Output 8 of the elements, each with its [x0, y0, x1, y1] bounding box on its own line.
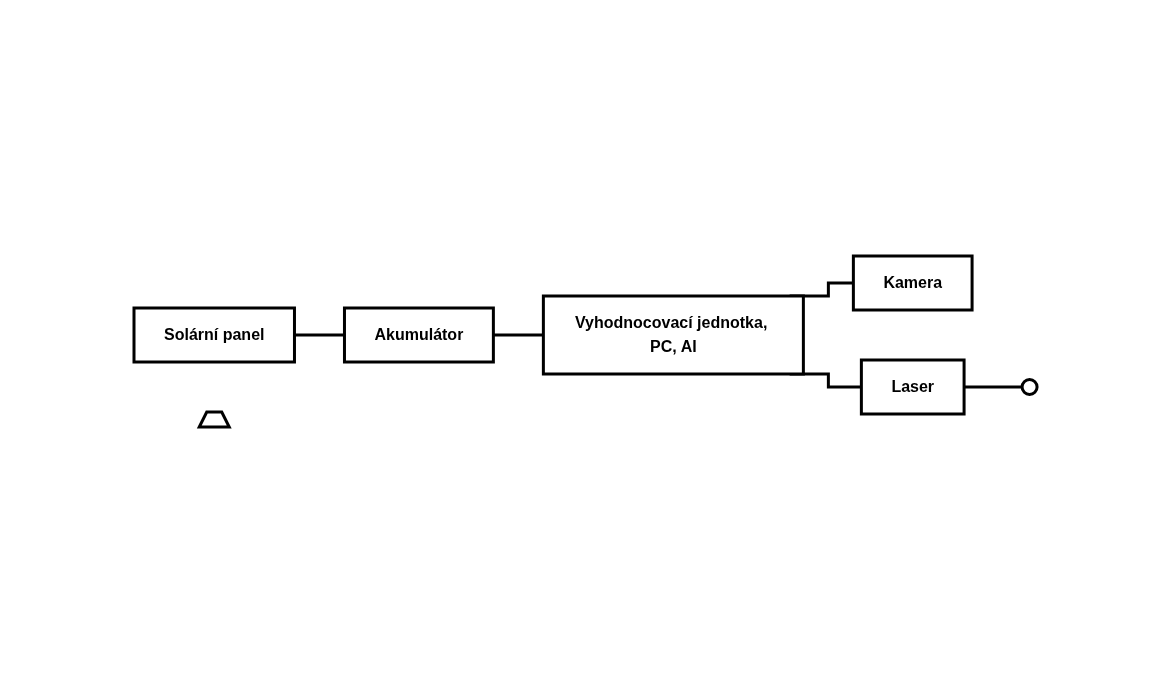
node-box: Kamera: [851, 254, 974, 312]
node-box: Akumulátor: [342, 306, 495, 364]
connector: [964, 385, 1024, 389]
node-box: Laser: [859, 358, 966, 416]
node-box: Solární panel: [132, 306, 296, 364]
node-trapezoid: [196, 410, 232, 429]
node-circle: [1020, 378, 1039, 396]
node-box: Vyhodnocovací jednotka, PC, AI: [541, 294, 805, 376]
